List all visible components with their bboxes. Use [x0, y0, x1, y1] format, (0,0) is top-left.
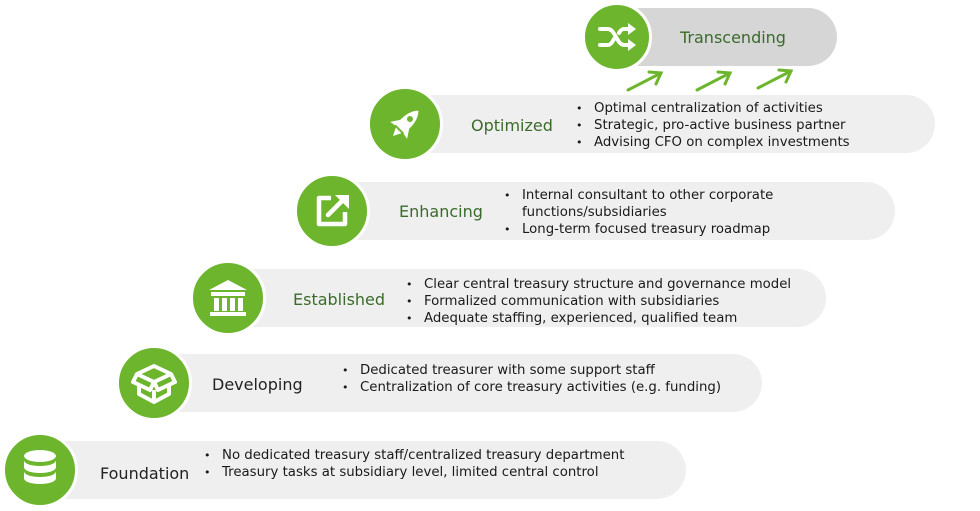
level-title-transcending: Transcending — [680, 28, 786, 47]
level-title-optimized: Optimized — [471, 116, 553, 135]
rising-arrow-icon — [626, 70, 664, 92]
list-item: Internal consultant to other corporate f… — [500, 187, 812, 221]
list-item: No dedicated treasury staff/centralized … — [200, 447, 624, 464]
level-bullets-established: Clear central treasury structure and gov… — [402, 276, 791, 327]
level-circle-enhancing — [294, 173, 370, 249]
level-circle-foundation — [2, 432, 78, 508]
open-box-icon — [131, 360, 177, 406]
list-item: Clear central treasury structure and gov… — [402, 276, 791, 293]
level-title-established: Established — [293, 290, 386, 309]
level-title-enhancing: Enhancing — [399, 202, 483, 221]
rocket-icon — [383, 102, 427, 146]
bank-building-icon — [206, 277, 250, 319]
list-item: Optimal centralization of activities — [572, 100, 850, 117]
list-item: Dedicated treasurer with some support st… — [338, 362, 721, 379]
list-item: Long-term focused treasury roadmap — [500, 221, 812, 238]
list-item: Centralization of core treasury activiti… — [338, 379, 721, 396]
database-icon — [20, 448, 60, 492]
rising-arrow-icon — [756, 68, 794, 90]
level-bullets-foundation: No dedicated treasury staff/centralized … — [200, 447, 624, 481]
level-bullets-enhancing: Internal consultant to other corporate f… — [500, 187, 812, 238]
list-item: Treasury tasks at subsidiary level, limi… — [200, 464, 624, 481]
list-item: Strategic, pro-active business partner — [572, 117, 850, 134]
list-item: Adequate staffing, experienced, qualifie… — [402, 310, 791, 327]
external-link-icon — [311, 190, 353, 232]
level-bullets-developing: Dedicated treasurer with some support st… — [338, 362, 721, 396]
level-title-foundation: Foundation — [100, 464, 190, 483]
level-circle-established — [190, 260, 266, 336]
level-circle-developing — [116, 345, 192, 421]
bullet-text: Internal consultant to other corporate f… — [522, 188, 774, 220]
level-circle-optimized — [367, 86, 443, 162]
level-circle-transcending — [582, 2, 652, 72]
list-item: Advising CFO on complex investments — [572, 134, 850, 151]
level-bullets-optimized: Optimal centralization of activities Str… — [572, 100, 850, 151]
shuffle-icon — [597, 20, 637, 54]
list-item: Formalized communication with subsidiari… — [402, 293, 791, 310]
level-title-developing: Developing — [212, 375, 303, 394]
rising-arrow-icon — [695, 70, 733, 92]
